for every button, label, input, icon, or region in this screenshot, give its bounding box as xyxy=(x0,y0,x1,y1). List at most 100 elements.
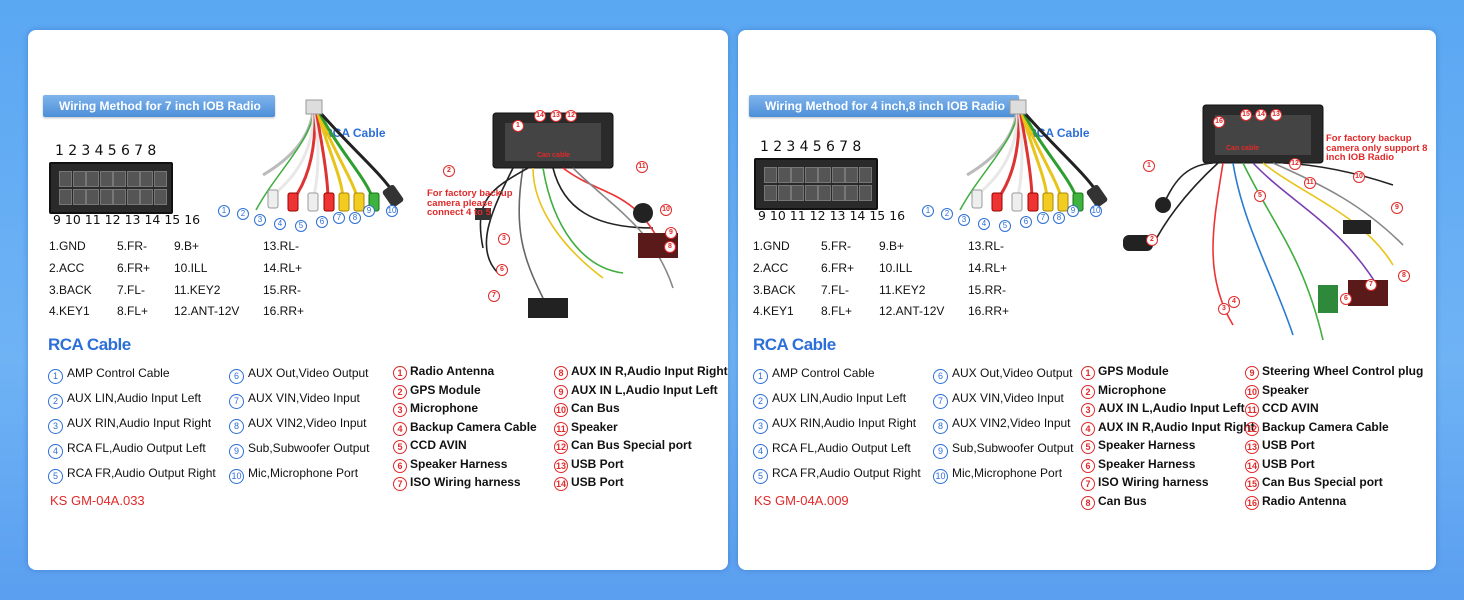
harness-callout-8: 8 xyxy=(1398,270,1410,282)
rca-callout-1: 1 xyxy=(218,205,230,217)
rca-cable-label: RCA Cable xyxy=(1028,126,1090,140)
harness-callout-16: 16 xyxy=(1213,116,1225,128)
connector-pin-cell xyxy=(140,189,153,205)
harness-callout-5: 5 xyxy=(1254,190,1266,202)
connector-pin-cell xyxy=(59,189,72,205)
model-number: KS GM-04A.009 xyxy=(754,493,849,508)
connector-pin-cell xyxy=(113,171,126,187)
rca-callout-2: 2 xyxy=(941,208,953,220)
connector-pin-cell xyxy=(86,189,99,205)
factory-camera-note: For factory backup camera only support 8… xyxy=(1326,133,1428,163)
rca-callout-8: 8 xyxy=(349,212,361,224)
harness-callout-7: 7 xyxy=(1365,279,1377,291)
model-number: KS GM-04A.033 xyxy=(50,493,145,508)
rca-callout-10: 10 xyxy=(1090,205,1102,217)
harness-callout-9: 9 xyxy=(665,227,677,239)
connector-pin-numbers-bottom: 9 10 11 12 13 14 15 16 xyxy=(53,212,201,227)
factory-camera-note: For factory backup camera please connect… xyxy=(427,188,513,218)
rca-callout-9: 9 xyxy=(1067,205,1079,217)
harness-callout-14: 14 xyxy=(1255,109,1267,121)
connector-pin-cell xyxy=(140,171,153,187)
harness-callout-12: 12 xyxy=(565,110,577,122)
harness-callout-11: 11 xyxy=(636,161,648,173)
rca-callout-4: 4 xyxy=(978,218,990,230)
can-cable-label: Can cable xyxy=(537,152,571,159)
rca-callout-6: 6 xyxy=(316,216,328,228)
harness-callout-13: 13 xyxy=(550,110,562,122)
rca-callout-1: 1 xyxy=(922,205,934,217)
connector-pin-cell xyxy=(858,167,872,183)
harness-callout-7: 7 xyxy=(488,290,500,302)
connector-pin-cell xyxy=(86,171,99,187)
rca-callout-7: 7 xyxy=(1037,212,1049,224)
rca-callout-4: 4 xyxy=(274,218,286,230)
rca-cable-illustration xyxy=(959,99,1108,212)
connector-pin-cell xyxy=(72,189,86,205)
rca-callout-5: 5 xyxy=(295,220,307,232)
rca-callout-3: 3 xyxy=(958,214,970,226)
connector-pin-cell xyxy=(99,189,113,205)
connector-pin-cell xyxy=(153,189,167,205)
wiring-panel-4-8-inch: Wiring Method for 4 inch,8 inch IOB Radi… xyxy=(738,30,1436,570)
rca-callout-9: 9 xyxy=(363,205,375,217)
connector-pin-cell xyxy=(791,167,804,183)
connector-pin-cell xyxy=(804,185,818,201)
connector-pin-cell xyxy=(845,185,858,201)
harness-callout-12: 12 xyxy=(1289,158,1301,170)
rca-callout-7: 7 xyxy=(333,212,345,224)
wiring-harness-illustration xyxy=(1123,104,1404,341)
harness-callout-15: 15 xyxy=(1240,109,1252,121)
connector-pin-cell xyxy=(59,171,72,187)
rca-callout-8: 8 xyxy=(1053,212,1065,224)
connector-pin-cell xyxy=(845,167,858,183)
harness-callout-13: 13 xyxy=(1270,109,1282,121)
panel-header: Wiring Method for 7 inch IOB Radio xyxy=(43,95,275,117)
harness-callout-2: 2 xyxy=(1146,234,1158,246)
connector-pin-cell xyxy=(99,171,113,187)
harness-callout-3: 3 xyxy=(498,233,510,245)
harness-callout-9: 9 xyxy=(1391,202,1403,214)
rca-section-title: RCA Cable xyxy=(48,335,131,354)
connector-pin-cell xyxy=(831,185,845,201)
harness-callout-1: 1 xyxy=(512,120,524,132)
harness-callout-6: 6 xyxy=(496,264,508,276)
harness-callout-1: 1 xyxy=(1143,160,1155,172)
harness-callout-14: 14 xyxy=(534,110,546,122)
rca-section-title: RCA Cable xyxy=(753,335,836,354)
connector-pin-cell xyxy=(777,167,791,183)
connector-pin-cell xyxy=(72,171,86,187)
